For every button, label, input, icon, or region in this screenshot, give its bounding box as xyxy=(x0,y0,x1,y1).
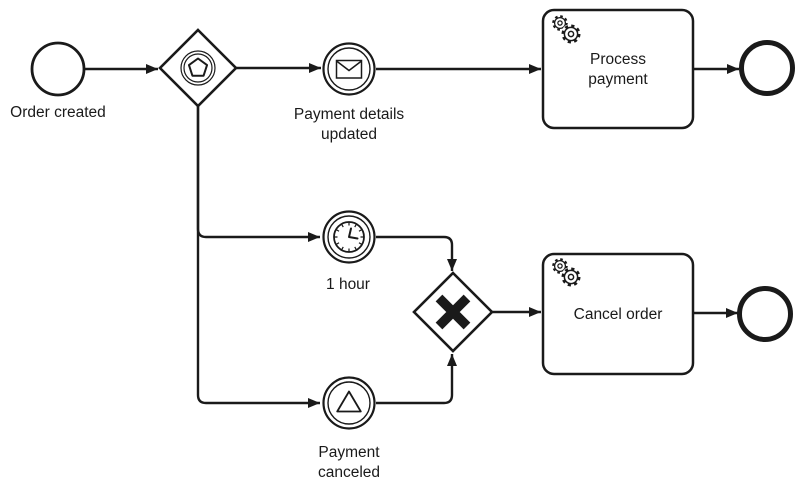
process-payment-label-line1: Process xyxy=(590,51,646,68)
start-event-label: Order created xyxy=(10,104,106,121)
signal-triangle-icon xyxy=(336,390,362,413)
event-based-gateway xyxy=(158,28,238,108)
signal-event-label-line2: canceled xyxy=(318,464,380,481)
process-payment-label-line2: payment xyxy=(588,71,648,88)
flow-gateway-to-timer xyxy=(196,106,320,242)
signal-catch-event xyxy=(322,376,376,430)
message-catch-event xyxy=(322,42,376,96)
sequence-flows xyxy=(85,63,739,408)
service-gear-icon xyxy=(552,258,581,287)
flow-gateway-to-signal xyxy=(196,106,320,408)
end-event-bottom xyxy=(737,286,793,342)
clock-icon xyxy=(333,221,365,253)
start-event xyxy=(30,41,86,97)
message-event-label-line1: Payment details xyxy=(294,106,405,123)
exclusive-gateway xyxy=(412,271,494,353)
event-gateway-pentagon-icon xyxy=(180,50,216,86)
cancel-order-label: Cancel order xyxy=(574,306,663,323)
timer-event-label: 1 hour xyxy=(326,276,370,293)
flow-signal-to-xgateway xyxy=(376,354,457,405)
envelope-icon xyxy=(335,59,363,79)
process-payment-task: Process payment xyxy=(541,8,695,130)
cancel-order-task: Cancel order xyxy=(541,252,695,376)
timer-catch-event xyxy=(322,210,376,264)
flow-timer-to-xgateway xyxy=(376,235,457,271)
exclusive-gateway-x-icon xyxy=(435,294,471,330)
service-gear-icon xyxy=(552,15,581,44)
signal-event-label-line1: Payment xyxy=(318,444,380,461)
end-event-top xyxy=(739,40,795,96)
message-event-label-line2: updated xyxy=(321,126,377,143)
